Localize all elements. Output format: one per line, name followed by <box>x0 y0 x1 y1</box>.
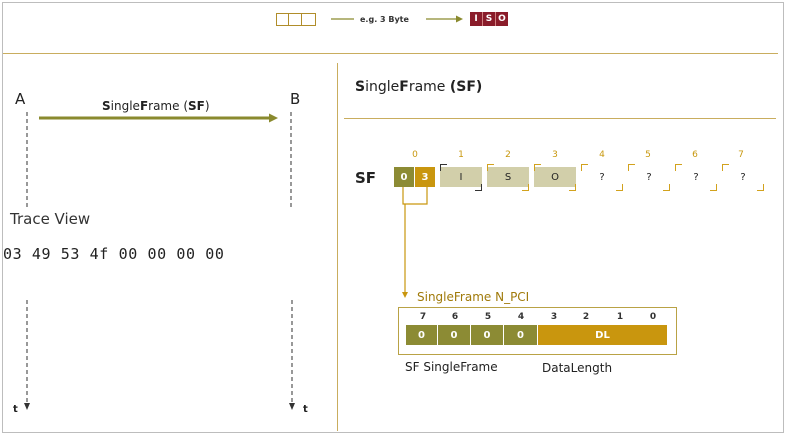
timeline-a-top <box>26 112 28 210</box>
bracket-corner <box>522 184 529 191</box>
trace-view-title: Trace View <box>10 210 91 228</box>
banner-arrow-left <box>331 18 354 20</box>
bracket-corner <box>710 184 717 191</box>
bit-index: 6 <box>451 312 459 322</box>
bracket-corner <box>628 164 635 171</box>
byte-index: 5 <box>645 150 651 160</box>
bracket-corner <box>475 184 482 191</box>
node-b-label: B <box>290 90 301 108</box>
banner-divider <box>3 53 778 54</box>
sf-row-label: SF <box>355 169 377 187</box>
title-s: S <box>355 79 366 95</box>
bit-cell: 0 <box>438 325 471 345</box>
iso-letter: S <box>483 12 496 26</box>
iso-letter: O <box>498 14 506 24</box>
byte-box <box>302 13 316 26</box>
pci-connector <box>402 187 428 298</box>
time-axis-label-b: t <box>303 404 308 415</box>
arrow-label-ingle: ingle <box>110 99 140 113</box>
caption-sf: SF SingleFrame <box>405 360 498 374</box>
byte-index: 1 <box>458 150 464 160</box>
title-sf: (SF) <box>449 79 483 95</box>
byte-boxes <box>276 13 316 26</box>
byte-cell-unknown: ? <box>740 171 746 183</box>
bracket-corner <box>663 184 670 191</box>
bracket-corner <box>675 164 682 171</box>
arrow-label-close: ) <box>204 99 210 113</box>
bracket-corner <box>534 164 541 171</box>
byte-cell-unknown: ? <box>693 171 699 183</box>
iso-letter: I <box>470 12 483 26</box>
bracket-corner <box>440 164 447 171</box>
nibble-low: 3 <box>415 167 435 187</box>
byte-index: 7 <box>738 150 744 160</box>
bracket-corner <box>722 164 729 171</box>
bracket-corner <box>581 164 588 171</box>
pci-table <box>398 307 677 355</box>
bit-index: 1 <box>616 312 624 322</box>
bit-cell: 0 <box>504 325 537 345</box>
trace-bytes: 03 49 53 4f 00 00 00 00 <box>3 245 225 263</box>
timeline-a-bottom <box>24 300 30 410</box>
timeline-b-top <box>290 112 292 210</box>
caption-datalength: DataLength <box>542 361 613 375</box>
arrow-label: SingleFrame (SF) <box>102 99 210 113</box>
byte-cell-unknown: ? <box>646 171 652 183</box>
bit-cell: 0 <box>406 325 438 345</box>
dl-cell: DL <box>537 325 667 345</box>
bit-index: 0 <box>649 312 657 322</box>
arrow-label-sf: SF <box>188 99 205 113</box>
byte-cell: S <box>487 167 529 187</box>
bit-index: 3 <box>550 312 558 322</box>
bit-index: 7 <box>419 312 427 322</box>
bit-index: 5 <box>484 312 492 322</box>
right-title: SingleFrame (SF) <box>355 79 482 95</box>
byte-cell: O <box>534 167 576 187</box>
bracket-corner <box>757 184 764 191</box>
node-a-label: A <box>15 90 26 108</box>
bracket-corner <box>487 164 494 171</box>
byte-index: 6 <box>692 150 698 160</box>
byte-cell: I <box>440 167 482 187</box>
singleframe-arrow <box>39 113 278 123</box>
title-rame: rame <box>408 79 450 95</box>
bit-index: 2 <box>582 312 590 322</box>
bracket-corner <box>569 184 576 191</box>
bracket-corner <box>616 184 623 191</box>
title-f: F <box>399 79 409 95</box>
bit-cell: 0 <box>471 325 504 345</box>
center-divider <box>337 63 338 431</box>
title-ingle: ingle <box>365 79 400 95</box>
byte-index: 0 <box>412 150 418 160</box>
example-label: e.g. 3 Byte <box>360 15 409 24</box>
right-title-divider <box>344 118 776 119</box>
arrow-label-rame: rame ( <box>148 99 188 113</box>
timeline-b-bottom <box>289 300 295 410</box>
nibble-high: 0 <box>394 167 414 187</box>
byte-index: 2 <box>505 150 511 160</box>
byte-box <box>276 13 289 26</box>
iso-block: I S O <box>470 12 508 26</box>
arrow-label-f: F <box>139 99 149 113</box>
byte-index: 3 <box>552 150 558 160</box>
byte-cell-unknown: ? <box>599 171 605 183</box>
arrow-label-s: S <box>102 99 111 113</box>
byte-index: 4 <box>599 150 605 160</box>
diagram-frame <box>2 2 784 433</box>
banner-arrow-right <box>426 15 463 23</box>
pci-title: SingleFrame N_PCI <box>417 290 530 304</box>
time-axis-label-a: t <box>13 404 18 415</box>
byte-box <box>289 13 302 26</box>
bit-index: 4 <box>517 312 525 322</box>
